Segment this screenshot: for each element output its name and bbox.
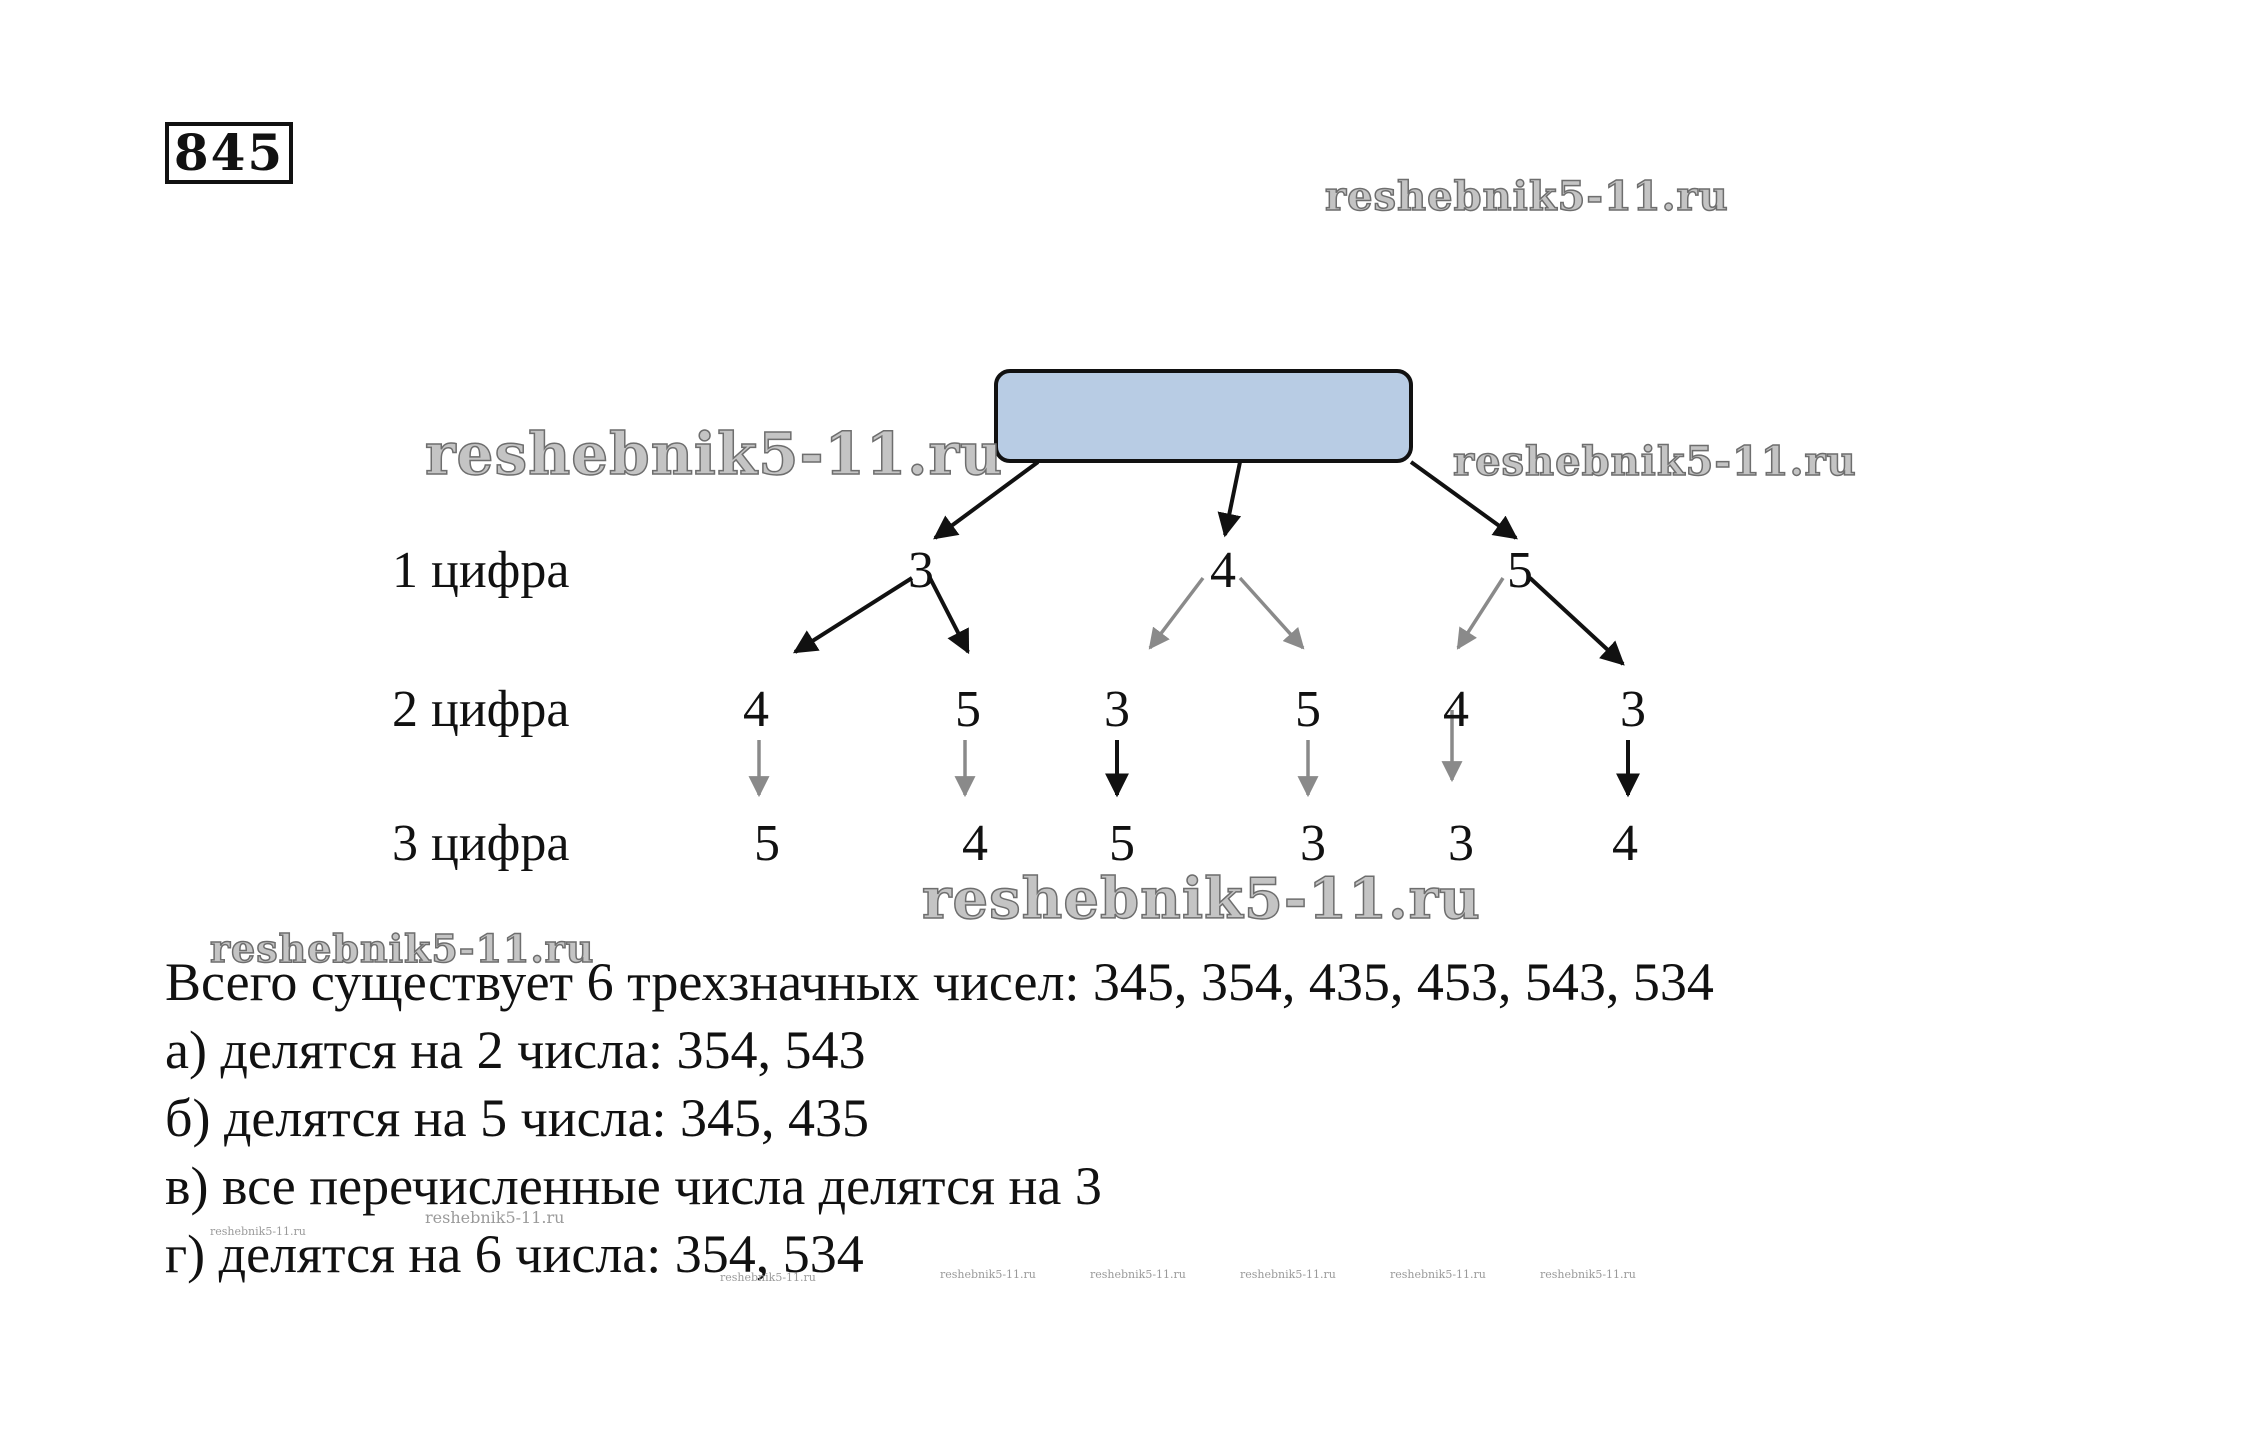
answer-b: б) делятся на 5 числа: 345, 435 xyxy=(165,1088,870,1148)
watermark-tiny: reshebnik5-11.ru xyxy=(1540,1268,1636,1281)
problem-number: 845 xyxy=(165,122,293,184)
tree-root-box xyxy=(994,369,1413,463)
watermark: reshebnik5-11.ru xyxy=(424,419,1004,489)
tree-node-level3: 5 xyxy=(754,815,780,872)
watermark: reshebnik5-11.ru xyxy=(209,925,595,972)
tree-node-level2: 3 xyxy=(1104,681,1130,738)
tree-node-level3: 4 xyxy=(962,815,988,872)
row-label-digit-1: 1 цифра xyxy=(392,542,570,599)
edge-root-to-4 xyxy=(1217,461,1242,538)
edge-root-to-5 xyxy=(1409,460,1518,540)
tree-node-level3: 3 xyxy=(1448,815,1474,872)
watermark-tiny: reshebnik5-11.ru xyxy=(1090,1268,1186,1281)
answer-a: а) делятся на 2 числа: 354, 543 xyxy=(165,1020,866,1080)
tree-node-level3: 3 xyxy=(1300,815,1326,872)
tree-node-level2: 4 xyxy=(1443,681,1469,738)
watermark-tiny: reshebnik5-11.ru xyxy=(1240,1268,1336,1281)
watermark: reshebnik5-11.ru xyxy=(921,865,1481,933)
edge-5-to-4 xyxy=(1456,577,1505,650)
row-label-digit-2: 2 цифра xyxy=(392,681,570,738)
edge-5-to-3 xyxy=(1528,576,1625,666)
answer-g: г) делятся на 6 числа: 354, 534 xyxy=(165,1224,864,1284)
tree-node-level3: 5 xyxy=(1109,815,1135,872)
tree-node-level1: 5 xyxy=(1507,542,1533,599)
answer-total: Всего существует 6 трехзначных чисел: 34… xyxy=(165,952,1714,1012)
edge-root-to-3 xyxy=(933,460,1040,540)
tree-node-level2: 5 xyxy=(955,681,981,738)
tree-node-level2: 4 xyxy=(743,681,769,738)
watermark-tiny: reshebnik5-11.ru xyxy=(940,1268,1036,1281)
edge-3-to-5 xyxy=(928,577,970,655)
watermark-tiny: reshebnik5-11.ru xyxy=(425,1208,565,1227)
tree-node-level1: 3 xyxy=(908,542,934,599)
answer-v: в) все перечисленные числа делятся на 3 xyxy=(165,1156,1102,1216)
tree-node-level2: 5 xyxy=(1295,681,1321,738)
edge-3-to-4 xyxy=(792,576,914,654)
watermark: reshebnik5-11.ru xyxy=(1452,437,1857,486)
watermark-tiny: reshebnik5-11.ru xyxy=(720,1271,816,1284)
tree-node-level2: 3 xyxy=(1620,681,1646,738)
watermark-tiny: reshebnik5-11.ru xyxy=(210,1225,306,1238)
row-label-digit-3: 3 цифра xyxy=(392,815,570,872)
tree-node-level1: 4 xyxy=(1210,542,1236,599)
edge-4-to-3 xyxy=(1148,576,1205,650)
edge-4-to-5 xyxy=(1238,576,1305,650)
watermark: reshebnik5-11.ru xyxy=(1324,172,1729,221)
tree-node-level3: 4 xyxy=(1612,815,1638,872)
watermark-tiny: reshebnik5-11.ru xyxy=(1390,1268,1486,1281)
